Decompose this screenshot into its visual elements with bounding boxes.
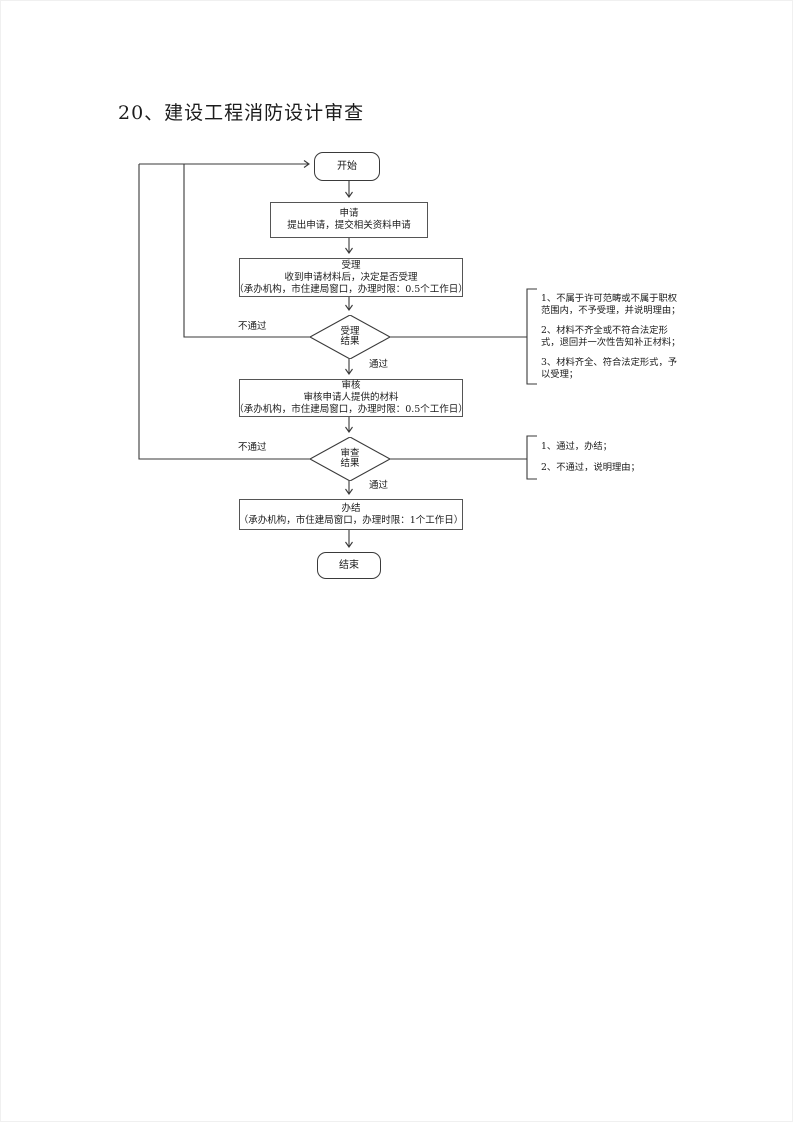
review-note-bracket [526, 435, 537, 480]
accept-result-note: 1、不属于许可范畴或不属于职权范围内，不予受理，并说明理由； 2、材料不齐全或不… [541, 293, 685, 380]
edge-label-fail-review: 不通过 [238, 442, 267, 453]
review-result-line2: 结果 [340, 458, 360, 469]
edge-label-pass-accept: 通过 [369, 359, 389, 370]
accept-note-bracket [526, 288, 537, 385]
accept-result-label: 受理 结果 [340, 325, 360, 348]
flow-node-accept: 受理 收到申请材料后，决定是否受理 （承办机构，市住建局窗口，办理时限：0.5个… [234, 258, 468, 297]
page-title: 20、建设工程消防设计审查 [118, 102, 365, 124]
review-detail: （承办机构，市住建局窗口，办理时限：0.5个工作日） [234, 404, 468, 415]
end-label: 结束 [339, 559, 359, 571]
flow-node-end: 结束 [317, 552, 381, 579]
accept-result-diamond-shape [310, 315, 390, 359]
review-result-diamond-shape [310, 437, 390, 481]
review-note-item-1: 1、通过，办结； [541, 441, 612, 452]
accept-desc: 收到申请材料后，决定是否受理 [284, 271, 418, 283]
accept-title: 受理 [341, 259, 361, 271]
start-label: 开始 [337, 160, 357, 172]
flow-node-review: 审核 审核申请人提供的材料 （承办机构，市住建局窗口，办理时限：0.5个工作日） [234, 379, 468, 417]
edge-reviewresult-loop [138, 164, 310, 460]
decision-accept-result: 受理 结果 [310, 315, 390, 359]
apply-desc: 提出申请，提交相关资料申请 [287, 220, 411, 231]
accept-detail: （承办机构，市住建局窗口，办理时限：0.5个工作日） [234, 283, 468, 295]
close-detail: （承办机构，市住建局窗口，办理时限：1个工作日） [238, 514, 464, 526]
flow-node-start: 开始 [314, 152, 380, 181]
edge-acceptresult-loop [183, 164, 310, 338]
review-desc: 审核申请人提供的材料 [303, 392, 399, 403]
review-note-item-2: 2、不通过，说明理由； [541, 461, 640, 473]
flow-node-close: 办结 （承办机构，市住建局窗口，办理时限：1个工作日） [239, 499, 463, 530]
apply-title: 申请 [339, 208, 359, 219]
accept-result-line1: 受理 [340, 325, 360, 337]
edge-label-fail-accept: 不通过 [238, 321, 267, 332]
decision-review-result: 审查 结果 [310, 437, 390, 481]
review-result-label: 审查 结果 [340, 447, 360, 470]
close-title: 办结 [341, 502, 361, 514]
edge-label-pass-review: 通过 [369, 480, 389, 491]
review-result-line1: 审查 [340, 447, 360, 459]
flow-node-apply: 申请 提出申请，提交相关资料申请 [270, 202, 428, 238]
accept-result-line2: 结果 [340, 336, 360, 347]
review-title: 审核 [341, 380, 361, 391]
accept-note-item-2: 2、材料不齐全或不符合法定形式，退回并一次性告知补正材料； [541, 325, 681, 348]
review-result-note: 1、通过，办结； 2、不通过，说明理由； [541, 441, 685, 473]
accept-note-item-3: 3、材料齐全、符合法定形式，予以受理； [541, 357, 678, 380]
accept-note-item-1: 1、不属于许可范畴或不属于职权范围内，不予受理，并说明理由； [541, 293, 681, 316]
